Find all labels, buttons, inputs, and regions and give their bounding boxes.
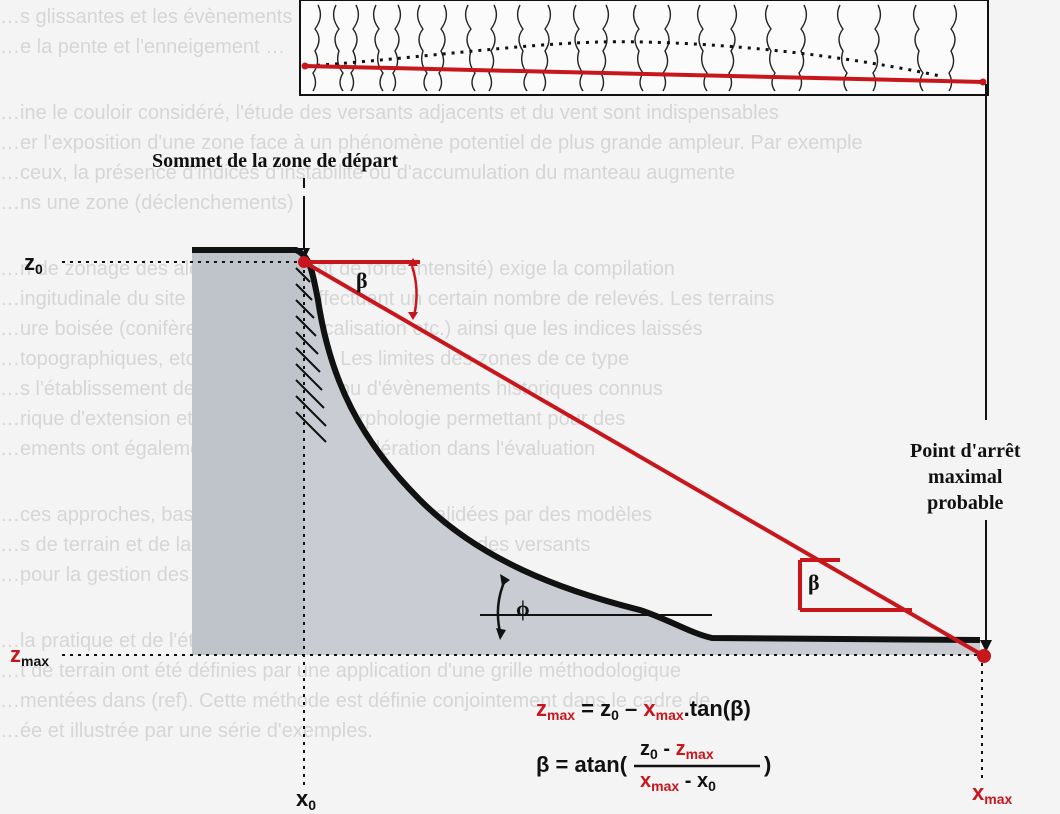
slope-profile bbox=[192, 247, 981, 655]
stop-point-label: Point d'arrêt maximal probable bbox=[910, 438, 1021, 516]
x0-label: x0 bbox=[296, 786, 316, 813]
eq1-zmax: z bbox=[536, 696, 547, 721]
zmax-symbol: z bbox=[10, 642, 21, 667]
eq2-den-x0-sub: 0 bbox=[708, 778, 716, 794]
eq1-minus: – bbox=[618, 696, 644, 721]
x0-symbol: x bbox=[296, 786, 309, 811]
stop-arrow bbox=[980, 84, 992, 652]
xmax-label: xmax bbox=[972, 780, 1012, 807]
eq2-num-z0: z bbox=[640, 738, 650, 760]
eq1-xmax: x bbox=[643, 696, 656, 721]
equation-beta: β = atan( bbox=[536, 752, 627, 778]
z0-sub: 0 bbox=[35, 261, 43, 277]
equation-beta-numerator: z0 - zmax bbox=[640, 738, 714, 762]
stop-line-1: Point d'arrêt bbox=[910, 440, 1021, 462]
beta-bottom-text: β bbox=[808, 570, 820, 595]
eq2-num-z0-sub: 0 bbox=[650, 746, 658, 762]
eq2-beta-atan: β = atan( bbox=[536, 752, 628, 777]
eq1-xmax-sub: max bbox=[655, 707, 684, 723]
reference-lines bbox=[62, 261, 983, 790]
beta-top-label: β bbox=[356, 268, 368, 294]
xmax-symbol: x bbox=[972, 780, 985, 805]
eq2-close-paren: ) bbox=[764, 752, 772, 777]
x0-sub: 0 bbox=[308, 797, 317, 813]
phi-arc bbox=[496, 574, 510, 640]
eq2-den-xmax-sub: max bbox=[651, 778, 680, 794]
eq2-num-zmax: z bbox=[675, 738, 686, 760]
zmax-sub: max bbox=[21, 653, 50, 669]
eq1-tan: .tan(β) bbox=[683, 696, 751, 721]
phi-text: ϕ bbox=[516, 596, 530, 621]
start-zone-text: Sommet de la zone de départ bbox=[152, 150, 399, 172]
eq2-num-minus: - bbox=[657, 738, 676, 760]
equation-zmax: zmax = z0 – xmax.tan(β) bbox=[536, 696, 751, 723]
eq2-den-x0: x bbox=[696, 770, 709, 792]
zmax-label: zmax bbox=[10, 642, 49, 669]
equation-beta-denominator: xmax - x0 bbox=[640, 770, 716, 794]
phi-label: ϕ bbox=[516, 596, 530, 622]
stop-line-2: maximal bbox=[928, 466, 1003, 488]
eq1-equals-z0: = z bbox=[575, 696, 612, 721]
eq2-den-xmax: x bbox=[640, 770, 652, 792]
eq1-z0-sub: 0 bbox=[611, 707, 619, 723]
z0-label: z0 bbox=[24, 250, 43, 277]
snowpack-profile-inset bbox=[299, 0, 989, 96]
beta-bottom-label: β bbox=[808, 570, 820, 596]
eq2-den-minus: - bbox=[679, 770, 697, 792]
beta-arc-top bbox=[408, 258, 418, 320]
beta-construction bbox=[298, 256, 991, 663]
beta-top-text: β bbox=[356, 268, 368, 293]
eq2-num-zmax-sub: max bbox=[685, 746, 714, 762]
equation-beta-close: ) bbox=[764, 752, 771, 778]
start-zone-label: Sommet de la zone de départ bbox=[152, 150, 398, 173]
xmax-sub: max bbox=[984, 791, 1013, 807]
start-arrow bbox=[298, 178, 310, 260]
eq1-zmax-sub: max bbox=[547, 707, 576, 723]
z0-symbol: z bbox=[24, 250, 35, 275]
stop-line-3: probable bbox=[927, 492, 1004, 514]
